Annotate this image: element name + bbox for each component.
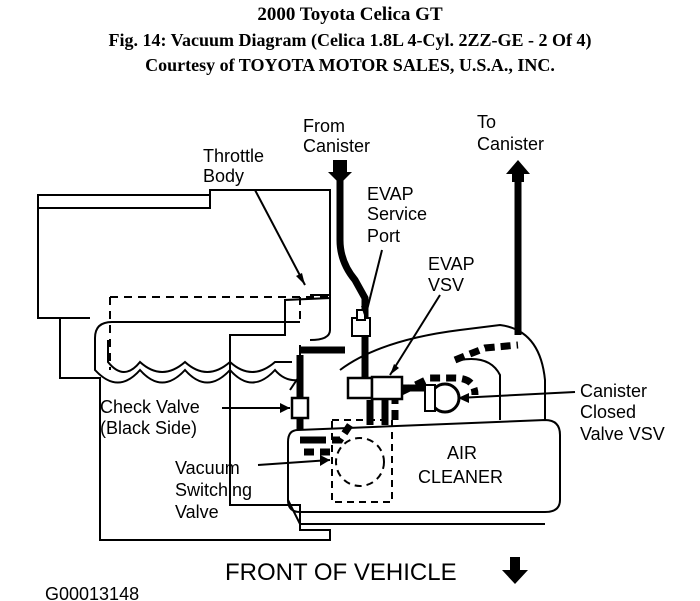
leader-arrowheads xyxy=(280,273,469,466)
evap-service-port-label-line2: Service xyxy=(367,204,427,224)
vacuum-switching-valve-label-line2: Switching xyxy=(175,480,252,500)
front-of-vehicle-label: FRONT OF VEHICLE xyxy=(225,559,457,586)
figure-vehicle-title: 2000 Toyota Celica GT xyxy=(257,4,443,25)
vacuum-switching-valve-label-line1: Vacuum xyxy=(175,458,240,478)
vacuum-diagram: From Canister To Canister Throttle Body … xyxy=(37,112,665,601)
evap-service-port-label-line3: Port xyxy=(367,226,400,246)
evap-vsv-label-line1: EVAP xyxy=(428,254,475,274)
figure-id-label: G00013148 xyxy=(45,584,139,601)
to-canister-arrow xyxy=(506,160,530,182)
to-canister-label-line1: To xyxy=(477,112,496,132)
hidden-vacuum-hoses xyxy=(300,341,519,456)
figure-caption: Fig. 14: Vacuum Diagram (Celica 1.8L 4-C… xyxy=(108,30,592,50)
engine-outline xyxy=(37,189,331,541)
from-canister-label-line2: Canister xyxy=(303,136,370,156)
throttle-body xyxy=(289,294,331,391)
canister-closed-valve-label-line3: Valve VSV xyxy=(580,424,665,444)
evap-vsv xyxy=(346,375,404,401)
air-cleaner xyxy=(287,323,561,525)
air-cleaner-label-line1: AIR xyxy=(447,443,477,463)
canister-closed-valve-label-line1: Canister xyxy=(580,381,647,401)
canister-closed-valve-vsv xyxy=(424,382,461,414)
evap-service-port-label-line1: EVAP xyxy=(367,184,414,204)
throttle-body-label-line1: Throttle xyxy=(203,146,264,166)
leader-lines xyxy=(222,189,576,466)
check-valve-label-line2: (Black Side) xyxy=(100,418,197,438)
front-direction-arrow xyxy=(502,557,528,584)
intake-plenum xyxy=(94,296,330,384)
evap-vsv-label-line2: VSV xyxy=(428,275,464,295)
vacuum-switching-valve-label-line3: Valve xyxy=(175,502,219,522)
air-cleaner-label-line2: CLEANER xyxy=(418,467,503,487)
check-valve-label-line1: Check Valve xyxy=(100,397,200,417)
canister-closed-valve-label-line2: Closed xyxy=(580,402,636,422)
from-canister-arrow xyxy=(328,160,352,184)
vacuum-switching-valve-outline xyxy=(331,419,393,503)
to-canister-label-line2: Canister xyxy=(477,134,544,154)
check-valve xyxy=(290,396,310,420)
figure-courtesy: Courtesy of TOYOTA MOTOR SALES, U.S.A., … xyxy=(145,55,555,75)
throttle-body-label-line2: Body xyxy=(203,166,244,186)
from-canister-label-line1: From xyxy=(303,116,345,136)
